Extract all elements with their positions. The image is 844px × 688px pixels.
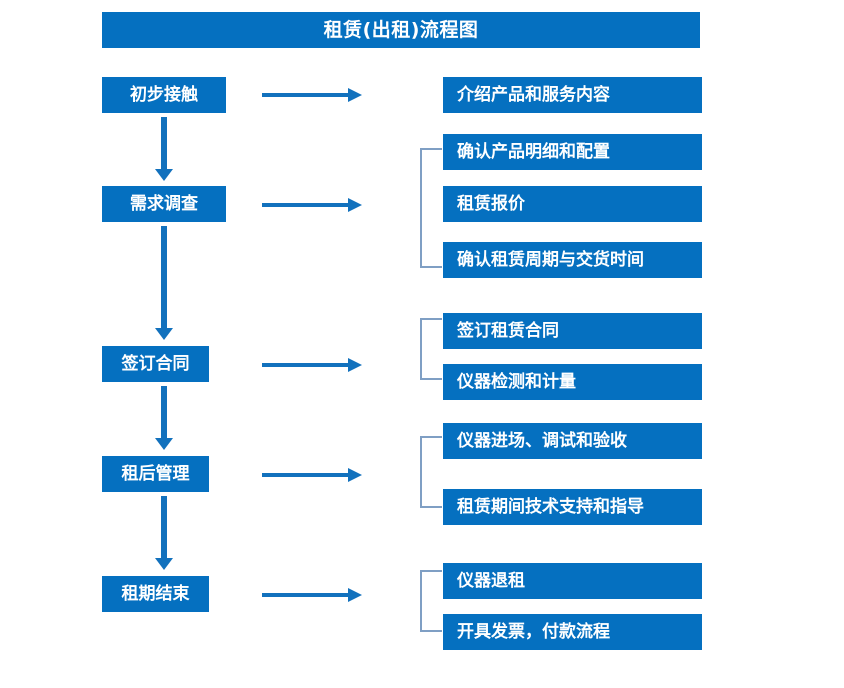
stage-label-4: 租后管理 xyxy=(121,463,190,484)
detail-box-4[interactable]: 确认租赁周期与交货时间 xyxy=(443,242,702,278)
detail-box-5[interactable]: 签订租赁合同 xyxy=(443,313,702,349)
detail-label-4: 确认租赁周期与交货时间 xyxy=(457,249,644,270)
stage-box-4[interactable]: 租后管理 xyxy=(102,456,209,492)
detail-arrow-right-5 xyxy=(262,588,362,602)
group-bracket-1 xyxy=(420,148,442,268)
detail-box-2[interactable]: 确认产品明细和配置 xyxy=(443,134,702,170)
stage-box-3[interactable]: 签订合同 xyxy=(102,346,209,382)
detail-box-8[interactable]: 租赁期间技术支持和指导 xyxy=(443,489,702,525)
stage-label-1: 初步接触 xyxy=(130,84,198,105)
flow-arrow-down-3 xyxy=(155,386,173,450)
detail-box-3[interactable]: 租赁报价 xyxy=(443,186,702,222)
chart-title: 租赁(出租)流程图 xyxy=(323,18,479,41)
detail-arrow-right-2 xyxy=(262,198,362,212)
detail-arrow-right-3 xyxy=(262,358,362,372)
detail-arrow-right-4 xyxy=(262,468,362,482)
detail-box-6[interactable]: 仪器检测和计量 xyxy=(443,364,702,400)
chart-title-bar: 租赁(出租)流程图 xyxy=(102,12,700,48)
stage-label-3: 签订合同 xyxy=(121,353,190,374)
stage-box-1[interactable]: 初步接触 xyxy=(102,77,226,113)
stage-label-2: 需求调查 xyxy=(130,193,198,214)
flow-arrow-down-1 xyxy=(155,117,173,181)
detail-box-7[interactable]: 仪器进场、调试和验收 xyxy=(443,423,702,459)
stage-box-2[interactable]: 需求调查 xyxy=(102,186,226,222)
flow-arrow-down-2 xyxy=(155,226,173,340)
detail-box-1[interactable]: 介绍产品和服务内容 xyxy=(443,77,702,113)
detail-box-9[interactable]: 仪器退租 xyxy=(443,563,702,599)
detail-label-5: 签订租赁合同 xyxy=(457,320,559,341)
detail-arrow-right-1 xyxy=(262,88,362,102)
flow-arrow-down-4 xyxy=(155,496,173,570)
detail-label-1: 介绍产品和服务内容 xyxy=(457,84,610,105)
stage-box-5[interactable]: 租期结束 xyxy=(102,576,209,612)
detail-label-3: 租赁报价 xyxy=(457,193,525,214)
stage-label-5: 租期结束 xyxy=(121,583,190,604)
detail-label-8: 租赁期间技术支持和指导 xyxy=(457,496,644,517)
group-bracket-2 xyxy=(420,318,442,380)
detail-label-2: 确认产品明细和配置 xyxy=(457,141,610,162)
detail-label-10: 开具发票，付款流程 xyxy=(457,621,610,642)
detail-label-6: 仪器检测和计量 xyxy=(457,371,576,392)
detail-box-10[interactable]: 开具发票，付款流程 xyxy=(443,614,702,650)
detail-label-9: 仪器退租 xyxy=(457,570,525,591)
group-bracket-4 xyxy=(420,570,442,632)
detail-label-7: 仪器进场、调试和验收 xyxy=(457,430,627,451)
group-bracket-3 xyxy=(420,436,442,508)
